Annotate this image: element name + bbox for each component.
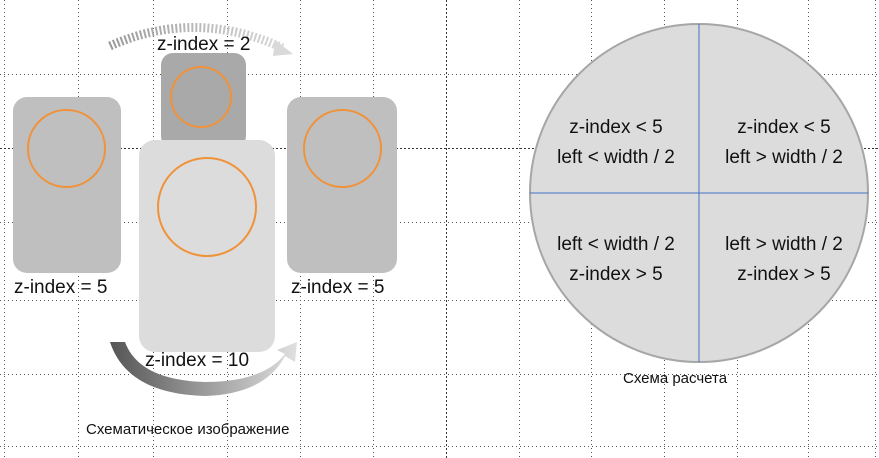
bottom-rotation-arrow bbox=[110, 342, 297, 396]
label-right-z-index: z-index = 5 bbox=[291, 277, 385, 298]
label-top-z-index: z-index = 2 bbox=[157, 34, 251, 55]
top-rotation-arrow bbox=[108, 23, 293, 56]
quadrant-top-right-line2: left > width / 2 bbox=[725, 147, 843, 168]
schematic-caption: Схематическое изображение bbox=[86, 421, 290, 438]
quadrant-top-left-line2: left < width / 2 bbox=[557, 147, 675, 168]
card-right-circle bbox=[303, 109, 382, 188]
quadrant-bottom-right-line1: left > width / 2 bbox=[725, 234, 843, 255]
card-left-circle bbox=[27, 109, 106, 188]
card-center-circle bbox=[157, 157, 257, 257]
scheme-caption: Схема расчета bbox=[623, 370, 728, 387]
label-left-z-index: z-index = 5 bbox=[14, 277, 108, 298]
quadrant-bottom-left-line1: left < width / 2 bbox=[557, 234, 675, 255]
quadrant-top-right-line1: z-index < 5 bbox=[737, 117, 831, 138]
scheme-circle bbox=[529, 23, 869, 363]
quadrant-bottom-left: left < width / 2 z-index > 5 bbox=[546, 230, 686, 290]
card-top-circle bbox=[170, 66, 232, 128]
label-center-z-index: z-index = 10 bbox=[145, 350, 250, 371]
quadrant-top-left: z-index < 5 left < width / 2 bbox=[546, 113, 686, 173]
quadrant-bottom-right-line2: z-index > 5 bbox=[737, 264, 831, 285]
quadrant-top-left-line1: z-index < 5 bbox=[569, 117, 663, 138]
quadrant-bottom-left-line2: z-index > 5 bbox=[569, 264, 663, 285]
quadrant-bottom-right: left > width / 2 z-index > 5 bbox=[711, 230, 857, 290]
quadrant-top-right: z-index < 5 left > width / 2 bbox=[711, 113, 857, 173]
